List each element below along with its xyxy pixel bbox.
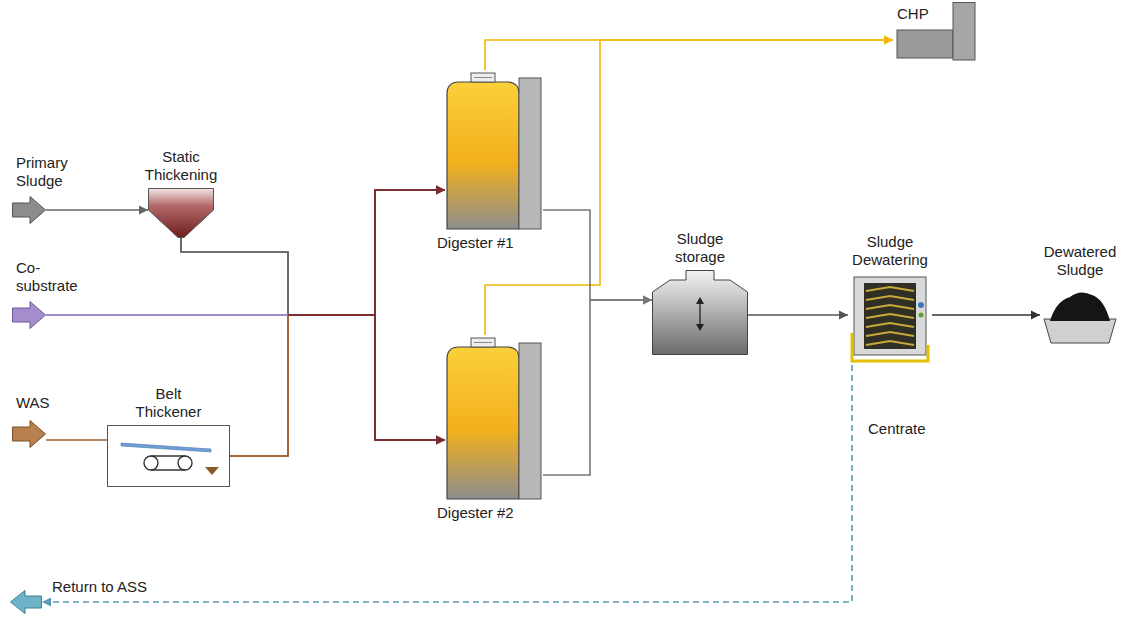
node-label: Digester #2 (437, 504, 514, 522)
arrow-head (436, 186, 445, 195)
flow-connector (230, 315, 445, 456)
output-arrow: Return to ASS (10, 590, 42, 614)
flow-line (230, 315, 288, 456)
flow-connector (46, 315, 445, 445)
flow-line (748, 314, 848, 316)
static-thickener: Static Thickening (148, 188, 214, 238)
flow-connector (230, 186, 445, 457)
digester-tank: Digester #1 (445, 70, 543, 230)
flow-line (543, 210, 652, 300)
arrow-head (884, 36, 893, 45)
node-label: Static Thickening (131, 148, 231, 184)
storage-tank: Sludge storage (652, 270, 748, 355)
arrow-head (139, 206, 148, 215)
flow-line (288, 190, 445, 315)
flow-connector (46, 440, 107, 441)
dewatering-press: Sludge Dewatering (848, 275, 932, 365)
edge-label-holder: Centrate (866, 420, 928, 437)
input-arrow: Primary Sludge (12, 196, 46, 224)
arrow-head (436, 436, 445, 445)
flow-line (485, 40, 893, 70)
input-arrow-shape (12, 301, 46, 329)
input-arrow-shape (12, 196, 46, 224)
node-label: Primary Sludge (16, 154, 96, 190)
flow-line (46, 209, 148, 211)
flow-connector (932, 311, 1040, 320)
node-label: CHP (897, 5, 929, 23)
flow-line (543, 300, 652, 475)
dewatering-press-shape (848, 275, 932, 365)
belt-thickener: Belt Thickener (107, 425, 230, 487)
flow-connector (543, 296, 652, 476)
flow-line (288, 315, 445, 440)
chp-unit: CHP (893, 2, 978, 62)
node-label: WAS (16, 394, 50, 412)
node-label: Sludge Dewatering (843, 233, 938, 269)
flow-connector (46, 206, 148, 215)
node-label: Dewatered Sludge (1038, 243, 1122, 279)
flow-connector (46, 186, 445, 316)
output-arrow-shape (10, 590, 42, 614)
digester-tank-shape (445, 70, 543, 230)
arrow-head (839, 311, 848, 320)
flow-line (46, 439, 107, 441)
storage-tank-shape (652, 270, 748, 355)
arrow-head (436, 436, 445, 445)
static-thickener-shape (148, 188, 214, 238)
flow-line (932, 314, 1040, 316)
flow-line (181, 238, 288, 315)
node-label: Sludge storage (660, 230, 740, 266)
edge-label: Centrate (866, 420, 928, 437)
arrow-head (643, 296, 652, 305)
digester-tank-shape (445, 335, 543, 500)
flow-line (288, 190, 445, 315)
belt-thickener-shape (107, 425, 230, 487)
flow-line (46, 314, 288, 316)
flow-line (288, 315, 445, 440)
flow-line (288, 315, 445, 440)
arrow-head (884, 36, 893, 45)
flow-line (46, 314, 288, 316)
flow-connector (181, 238, 445, 445)
digester-tank: Digester #2 (445, 335, 543, 500)
node-label: Belt Thickener (124, 385, 214, 421)
flow-connector (748, 311, 848, 320)
flow-line (181, 238, 288, 315)
flow-line (230, 315, 288, 456)
input-arrow: WAS (12, 420, 46, 448)
node-label: Co-substrate (16, 259, 86, 295)
arrow-head (436, 186, 445, 195)
sludge-pile: Dewatered Sludge (1040, 285, 1120, 345)
input-arrow-shape (12, 420, 46, 448)
node-label: Return to ASS (52, 578, 147, 596)
arrow-head (643, 296, 652, 305)
input-arrow: Co-substrate (12, 301, 46, 329)
flow-connector (181, 186, 445, 316)
node-label: Digester #1 (437, 234, 514, 252)
sludge-pile-shape (1040, 285, 1120, 345)
arrow-head (436, 186, 445, 195)
arrow-head (1031, 311, 1040, 320)
flow-connector (543, 210, 652, 305)
arrow-head (42, 598, 51, 607)
flow-line (288, 190, 445, 315)
arrow-head (436, 436, 445, 445)
